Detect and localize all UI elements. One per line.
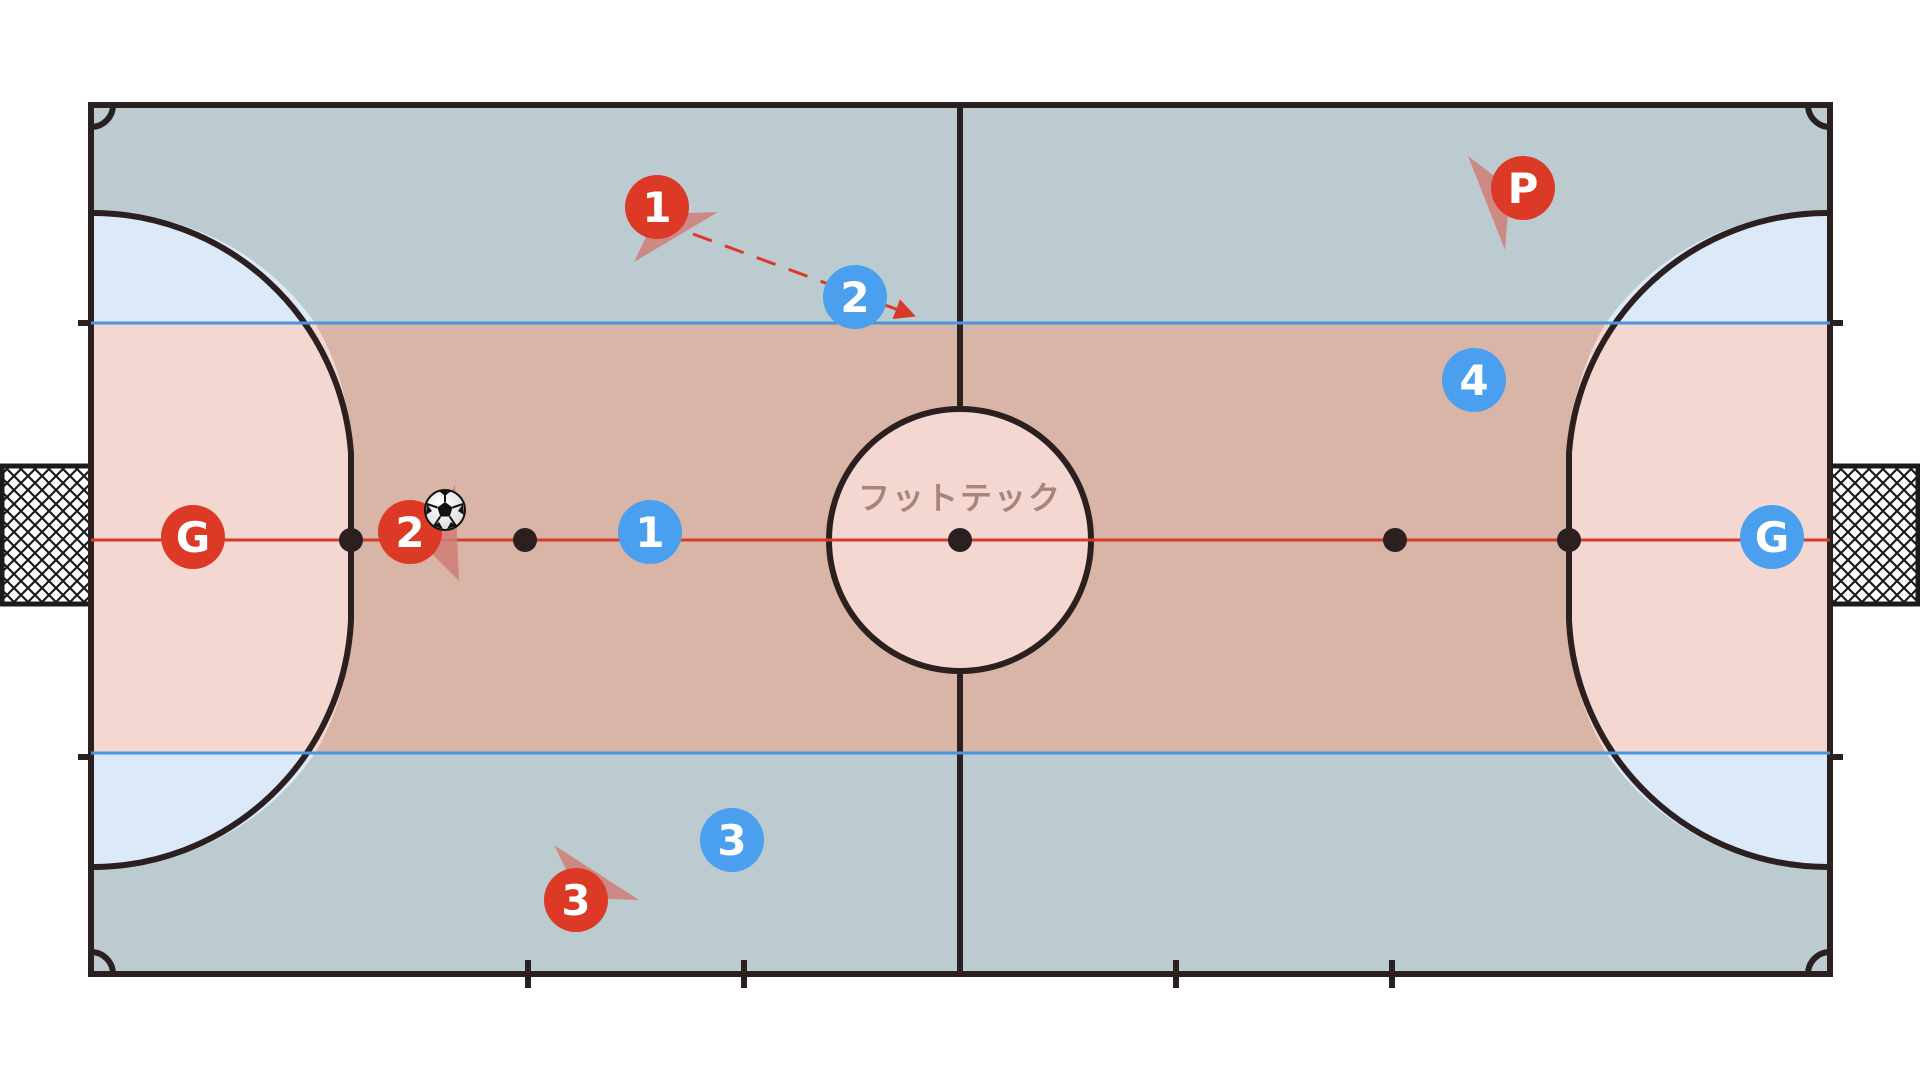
player-label: 3 [561,876,590,925]
player-token[interactable] [823,265,887,329]
left-goal-net [0,463,94,607]
right-penalty-area-top [1606,212,1830,323]
left-penalty-area-bottom [91,753,315,868]
corner-arc-bottom-left [90,949,116,975]
facing-arrow [1468,156,1510,250]
right-penalty-mark [1557,528,1581,552]
center-spot [948,528,972,552]
player-red-P[interactable]: P [1491,156,1555,220]
player-token[interactable] [544,868,608,932]
player-label: G [1755,513,1789,562]
corner-arc-top-left [90,104,116,130]
left-second-penalty-mark [513,528,537,552]
corner-arc-top-right [1805,104,1831,130]
player-red-G[interactable]: G [161,505,225,569]
player-label: 2 [840,273,869,322]
player-token[interactable] [618,500,682,564]
player-token[interactable] [700,808,764,872]
player-blue-4[interactable]: 4 [1442,348,1506,412]
player-label: G [176,513,210,562]
left-penalty-area-top [91,212,315,323]
player-label: 2 [395,508,424,557]
right-goal-net [1827,463,1920,607]
player-label: P [1508,164,1539,213]
player-blue-2[interactable]: 2 [823,265,887,329]
player-token[interactable] [625,175,689,239]
right-penalty-area-bottom [1606,753,1830,868]
corner-arc-bottom-right [1805,949,1831,975]
court-logo-text: フットテック [858,479,1062,517]
player-token[interactable] [1491,156,1555,220]
players-layer: 1 2 3 G P 1 2 3 4G [161,156,1804,932]
player-red-1[interactable]: 1 [625,175,689,239]
left-penalty-mark [339,528,363,552]
player-blue-G[interactable]: G [1740,505,1804,569]
player-blue-1[interactable]: 1 [618,500,682,564]
right-second-penalty-mark [1383,528,1407,552]
player-red-3[interactable]: 3 [544,868,608,932]
player-label: 1 [635,508,664,557]
soccer-ball-icon[interactable] [424,489,466,531]
player-label: 3 [717,816,746,865]
movement-dashed-arrow [692,232,916,320]
player-blue-3[interactable]: 3 [700,808,764,872]
player-token[interactable] [1740,505,1804,569]
right-penalty-area-band [1569,323,1830,753]
penalty-spots [339,528,1581,552]
player-token[interactable] [161,505,225,569]
player-label: 1 [642,183,671,232]
player-token[interactable] [1442,348,1506,412]
player-label: 4 [1459,356,1488,405]
band-edge-lines [91,321,1830,755]
